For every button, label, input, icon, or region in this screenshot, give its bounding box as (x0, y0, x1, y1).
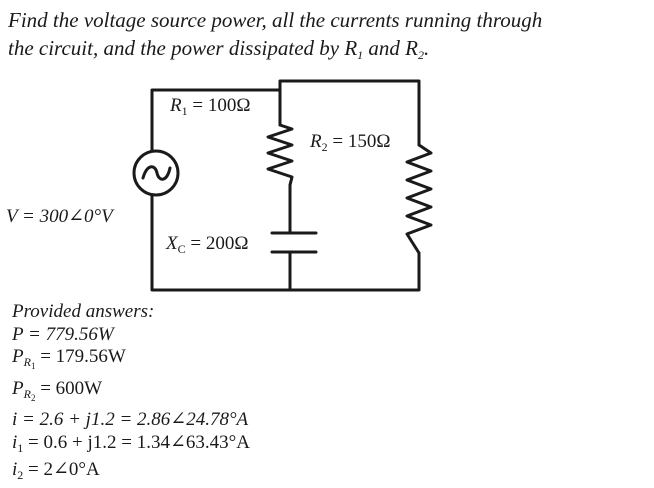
answer-pr1-sub: R1 (23, 355, 36, 371)
wire-top (150, 88, 157, 152)
answers-block: Provided answers: P = 779.56W PR1 = 179.… (12, 301, 250, 487)
circuit-diagram: R1 = 100Ω R2 = 150Ω XC = 200Ω V = 300∠0°… (6, 79, 433, 292)
problem-sub-1: 1 (357, 48, 364, 62)
answer-pr2-val: = 600W (35, 377, 103, 399)
r2-label: R2 = 150Ω (309, 131, 390, 154)
answer-pr1-val: = 179.56W (35, 346, 126, 367)
resistor-r1-icon (266, 123, 294, 187)
answer-i2-sub: 2 (17, 468, 24, 482)
xc-label: XC = 200Ω (165, 233, 248, 256)
circuit-wires (150, 79, 421, 292)
r1-label: R1 = 100Ω (169, 95, 250, 118)
answer-pr1-sym: P (12, 346, 24, 367)
answer-pr2-subsub: 2 (30, 392, 36, 403)
answer-pr2-sub-r: R (23, 386, 31, 401)
answer-power-r2: PR2 = 600W (12, 378, 250, 410)
problem-line-1: Find the voltage source power, all the c… (8, 8, 543, 32)
answer-i1-sym: i (12, 431, 18, 453)
problem-line-2: the circuit, and the power dissipated by… (8, 34, 542, 69)
answer-i2-val: = 2∠0°A (23, 459, 100, 480)
answer-current-total: i = 2.6 + j1.2 = 2.86∠24.78°A (12, 409, 249, 430)
answer-i1-sub: 1 (17, 440, 24, 455)
answer-power-r1: PR1 = 179.56W (12, 346, 250, 378)
problem-line-2-start: the circuit, and the power dissipated by… (8, 36, 358, 60)
problem-line-2-mid: and R (363, 36, 418, 60)
answer-pr2-sub: R2 (23, 386, 36, 403)
wire-left-bottom (150, 194, 421, 292)
answer-pr1-subsub: 1 (30, 361, 36, 371)
answer-pr1-sub-r: R (23, 355, 31, 369)
problem-statement: Find the voltage source power, all the c… (8, 6, 542, 69)
problem-sub-2: 2 (418, 48, 424, 62)
answers-heading: Provided answers: (12, 301, 155, 322)
resistor-r2-icon (405, 143, 433, 255)
voltage-label: V = 300∠0°V (6, 206, 115, 227)
answer-i1-val: = 0.6 + j1.2 = 1.34∠63.43°A (23, 431, 250, 453)
ac-voltage-source-icon (132, 149, 180, 197)
answer-pr2-sym: P (12, 377, 24, 399)
problem-line-2-end: . (424, 36, 430, 60)
answer-current-i2: i2 = 2∠0°A (12, 459, 250, 487)
answer-current-i1: i1 = 0.6 + j1.2 = 1.34∠63.43°A (12, 432, 250, 460)
answer-power: P = 779.56W (12, 323, 114, 345)
answer-i2-sym: i (12, 459, 18, 480)
wire-top-right (153, 79, 421, 147)
capacitor-icon (270, 231, 318, 254)
